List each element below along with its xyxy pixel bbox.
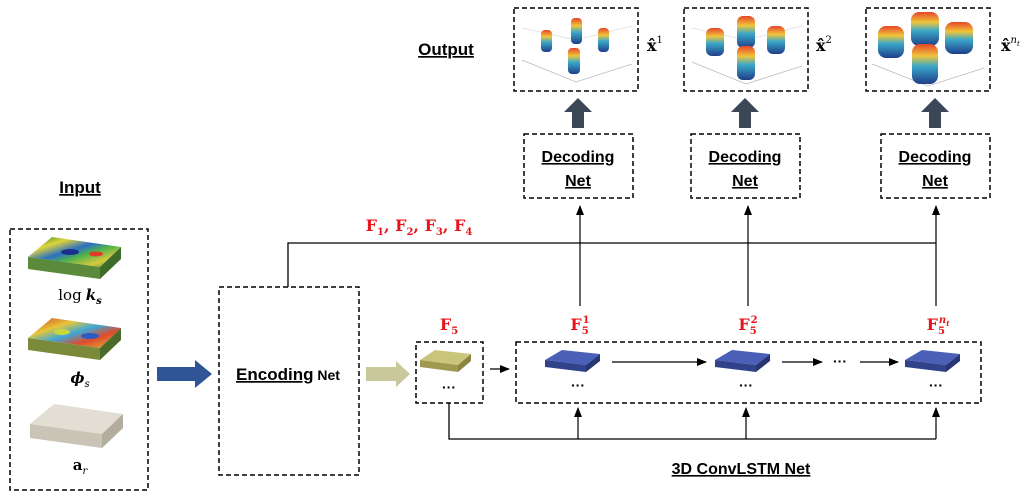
output-title: Output (418, 40, 474, 59)
f5-step-nt-label: F5nt (927, 315, 951, 337)
svg-text:Net: Net (732, 173, 758, 190)
svg-text:Net: Net (922, 173, 948, 190)
input-arrow (157, 360, 212, 388)
f5-block (420, 350, 471, 372)
convlstm-cell-nt (905, 350, 960, 372)
convlstm-label: 3D ConvLSTM Net (672, 461, 811, 478)
decoder1-output-arrow (564, 98, 592, 128)
convlstm-cell-1 (545, 350, 600, 372)
prediction-nt-label: x̂nt (1001, 35, 1020, 55)
output-plume-nt (865, 7, 991, 92)
skip-connection-line (287, 242, 936, 287)
input-box (9, 228, 149, 491)
f5-label: F5 (440, 315, 458, 337)
cell1-ellipsis: ··· (571, 377, 585, 393)
f5-ellipsis: ··· (442, 379, 456, 395)
output-plume-2 (683, 7, 809, 92)
input-title: Input (59, 178, 101, 197)
f5-broadcast-line (448, 403, 936, 440)
permeability-map (28, 237, 121, 279)
time-ellipsis: ··· (833, 353, 847, 369)
encoding-net-box (218, 286, 360, 476)
svg-text:Decoding: Decoding (542, 149, 615, 166)
encoding-to-f5-arrow (366, 361, 410, 387)
f5-step-1-label: F51 (570, 315, 589, 337)
prediction-1-label: x̂1 (647, 35, 663, 55)
decoding-net-nt: Decoding Net (880, 133, 991, 199)
svg-text:Net: Net (565, 173, 591, 190)
encoding-net-label: Encoding Net (236, 365, 340, 384)
convlstm-cell-2 (715, 350, 770, 372)
skip-features-label: F1, F2, F3, F4 (366, 216, 473, 238)
svg-text:Decoding: Decoding (709, 149, 782, 166)
decodernt-output-arrow (921, 98, 949, 128)
ar-label: ar (73, 456, 89, 477)
cell2-ellipsis: ··· (739, 377, 753, 393)
phi-s-label: ϕs (70, 369, 89, 390)
cellnt-ellipsis: ··· (929, 377, 943, 393)
porosity-map (28, 318, 121, 360)
decoding-net-1: Decoding Net (523, 133, 634, 199)
output-plume-1 (513, 7, 639, 92)
f5-step-2-label: F52 (738, 315, 757, 337)
convlstm-box (515, 341, 982, 404)
decoder2-output-arrow (731, 98, 759, 128)
svg-text:Decoding: Decoding (899, 149, 972, 166)
injection-map (30, 404, 123, 448)
prediction-2-label: x̂2 (816, 35, 832, 55)
decoding-net-2: Decoding Net (690, 133, 801, 199)
